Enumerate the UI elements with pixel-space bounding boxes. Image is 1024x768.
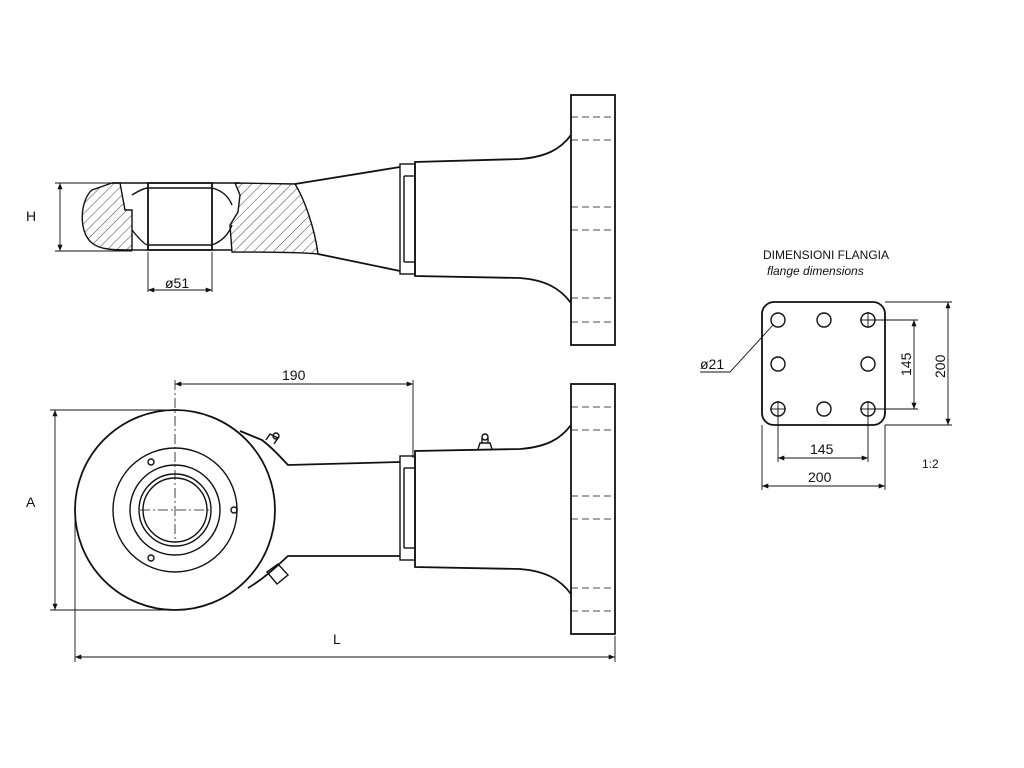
- top-rod-upper: [294, 166, 401, 185]
- bottom-flange-hidden-lines: [571, 406, 615, 612]
- ring-screw-hole: [147, 458, 155, 466]
- dim-hole-spacing-horizontal: 145: [810, 441, 834, 457]
- flange-plate-outline: [761, 301, 886, 426]
- flange-bolt-hole: [816, 312, 832, 328]
- dim-center-to-flange: 190: [282, 367, 306, 383]
- dim-bore-diameter: ø51: [165, 275, 189, 291]
- eye-side-boss: [265, 563, 290, 585]
- flange-subtitle: flange dimensions: [767, 264, 864, 278]
- bottom-rod-upper: [239, 430, 401, 466]
- dim-l-label: L: [333, 631, 341, 647]
- ring-screw-hole: [230, 506, 238, 514]
- bottom-flange-plate: [570, 383, 616, 635]
- dim-hole-diameter: ø21: [700, 356, 724, 372]
- bottom-front-view: 190 A L: [26, 367, 616, 662]
- flange-dimensions-detail: DIMENSIONI FLANGIA flange dimensions ø21…: [700, 248, 952, 490]
- flange-bolt-hole: [770, 356, 786, 372]
- scale-label: 1:2: [922, 457, 939, 471]
- top-bearing-bore: [147, 182, 213, 251]
- top-collar: [399, 163, 416, 275]
- top-ball-outline: [131, 187, 233, 206]
- top-rod-lower: [317, 253, 401, 272]
- top-eye-section-left: [81, 182, 133, 251]
- flange-bolt-hole: [770, 312, 786, 328]
- dim-h-label: H: [26, 208, 36, 224]
- flange-title: DIMENSIONI FLANGIA: [763, 248, 889, 262]
- dim-a-label: A: [26, 494, 36, 510]
- bottom-tapered-neck: [414, 424, 572, 595]
- dim-hole-spacing-vertical: 145: [898, 352, 914, 376]
- hole-diameter-leader: [700, 324, 774, 373]
- flange-bolt-holes: [770, 312, 876, 417]
- bottom-collar: [399, 455, 416, 561]
- top-eye-section-right: [229, 182, 319, 255]
- top-flange-plate: [570, 94, 616, 346]
- bottom-rod-lower: [247, 555, 400, 589]
- ring-screw-hole: [147, 554, 155, 562]
- top-flange-hidden-lines: [571, 116, 615, 323]
- flange-bolt-hole: [860, 356, 876, 372]
- flange-bolt-hole: [816, 401, 832, 417]
- dim-overall-vertical: 200: [932, 354, 948, 378]
- top-section-view: H ø51: [26, 94, 616, 346]
- dim-overall-horizontal: 200: [808, 469, 832, 485]
- eye-grease-nipple: [265, 433, 280, 445]
- top-tapered-neck: [414, 134, 572, 304]
